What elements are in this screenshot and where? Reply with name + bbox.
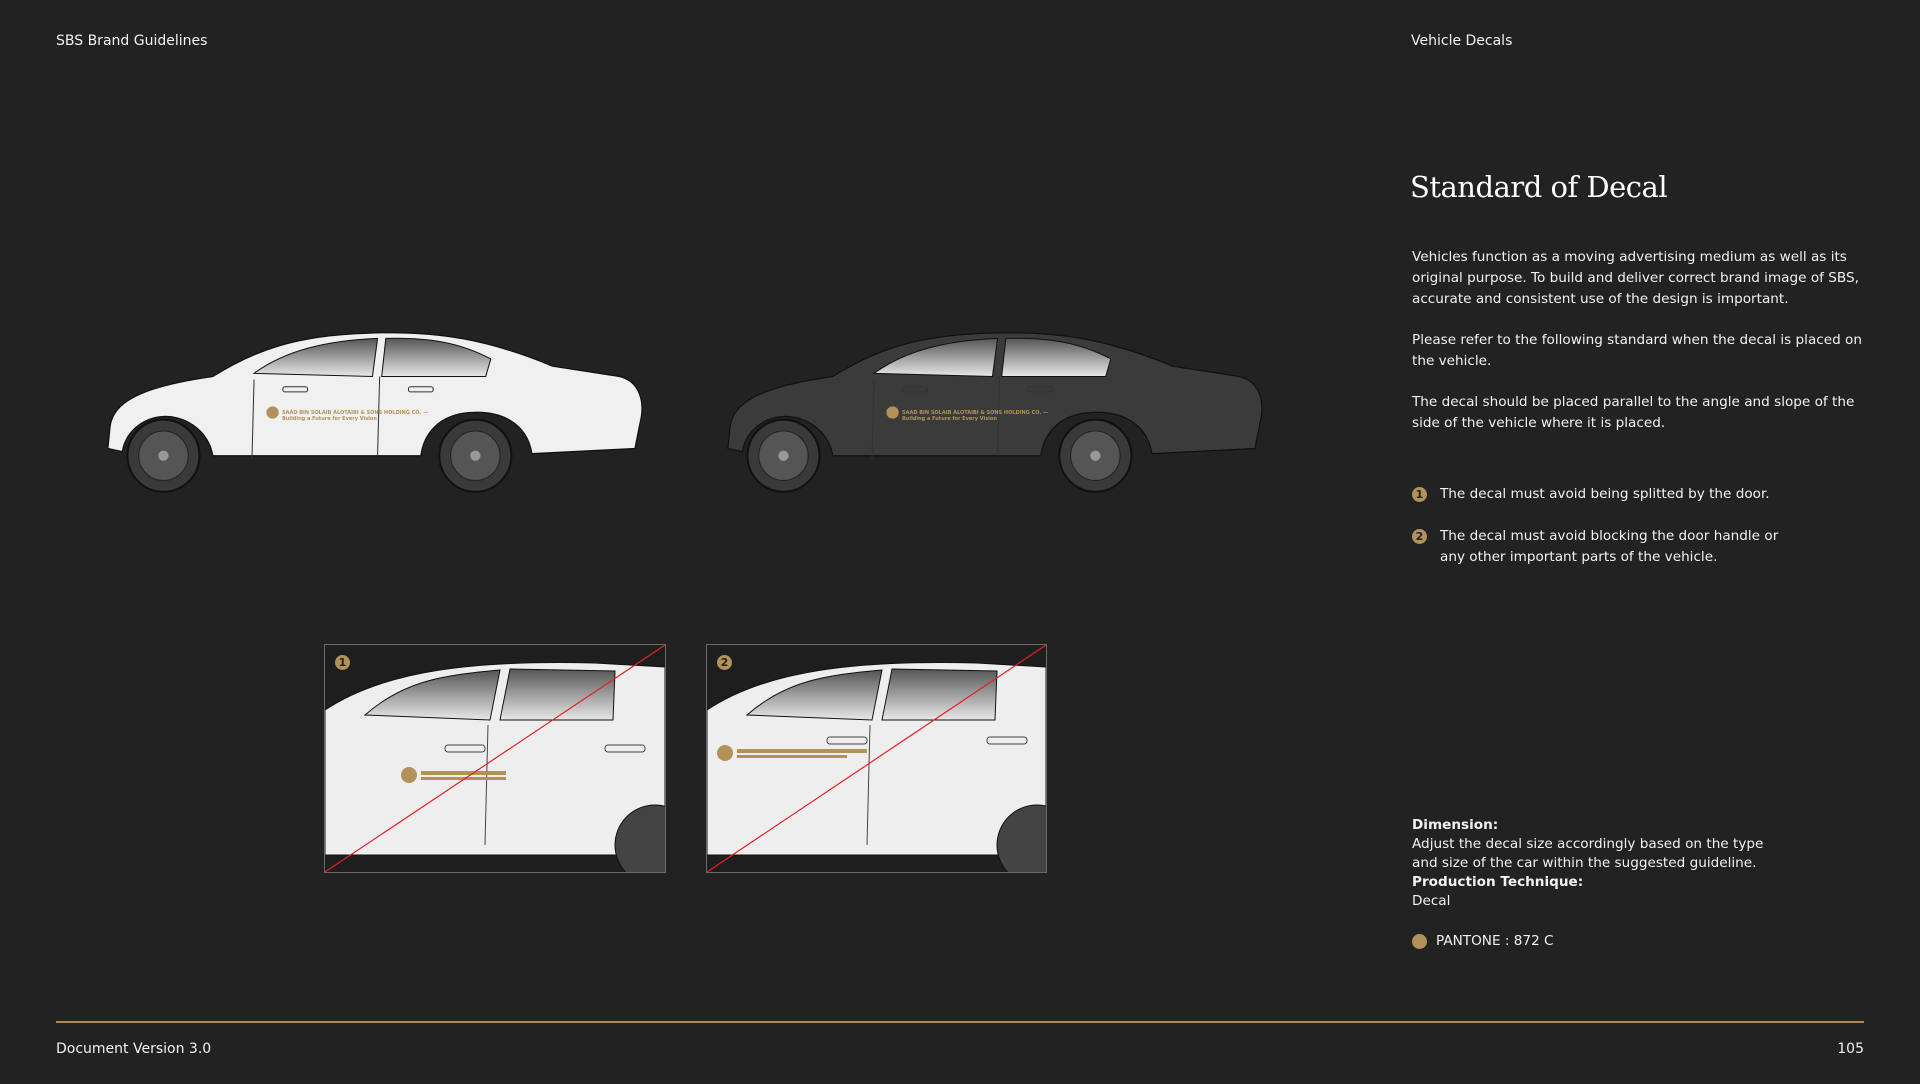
placement-paragraph: The decal should be placed parallel to t…: [1412, 394, 1855, 431]
dimension-text: Adjust the decal size accordingly based …: [1412, 836, 1764, 871]
technique-label: Production Technique:: [1412, 874, 1584, 890]
page-number: 105: [1837, 1041, 1864, 1057]
white-car-decal-text: SAAD BIN SOLAIB ALOTAIBI & SONS HOLDING …: [282, 410, 429, 422]
intro-paragraph: Vehicles function as a moving advertisin…: [1412, 249, 1859, 307]
footer-divider: [56, 1021, 1864, 1023]
pantone-swatch-row: PANTONE : 872 C: [1412, 931, 1872, 952]
rule-item-1: 1 The decal must avoid being splitted by…: [1412, 484, 1872, 505]
rule-1-text: The decal must avoid being splitted by t…: [1440, 486, 1770, 502]
reference-paragraph: Please refer to the following standard w…: [1412, 332, 1862, 369]
rule-1-badge: 1: [335, 655, 350, 670]
rule-2-text: The decal must avoid blocking the door h…: [1440, 528, 1779, 565]
number-1-icon: 1: [1412, 487, 1427, 502]
specs-block: Dimension: Adjust the decal size accordi…: [1412, 816, 1772, 911]
rule-item-2: 2 The decal must avoid blocking the door…: [1412, 526, 1872, 568]
handle-block-illustration: [707, 645, 1046, 872]
document-version: Document Version 3.0: [56, 1041, 212, 1057]
dimension-label: Dimension:: [1412, 817, 1499, 833]
pantone-label: PANTONE : 872 C: [1436, 933, 1554, 949]
example-blocking-handle: 2: [706, 644, 1047, 873]
pantone-swatch-icon: [1412, 934, 1427, 949]
section-title: Vehicle Decals: [1411, 33, 1513, 49]
example-split-by-door: 1: [324, 644, 666, 873]
black-car-decal-text: SAAD BIN SOLAIB ALOTAIBI & SONS HOLDING …: [902, 410, 1049, 422]
technique-text: Decal: [1412, 893, 1451, 909]
rule-2-badge: 2: [717, 655, 732, 670]
door-split-illustration: [325, 645, 665, 872]
page-heading: Standard of Decal: [1410, 170, 1668, 204]
doc-title: SBS Brand Guidelines: [56, 33, 208, 49]
number-2-icon: 2: [1412, 529, 1427, 544]
